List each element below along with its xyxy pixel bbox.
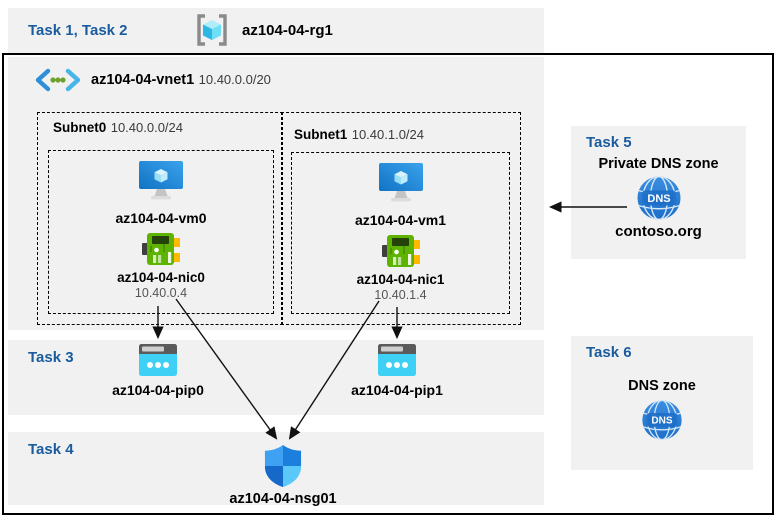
public-ip-icon <box>378 344 416 376</box>
task-1-2-strip: Task 1, Task 2 az104-04-rg1 <box>8 8 544 53</box>
dns-icon-text: DNS <box>647 193 670 205</box>
virtual-network-icon <box>35 68 81 92</box>
dns-icon-text: DNS <box>651 416 672 427</box>
task-5-label: Task 5 <box>586 134 632 151</box>
task-5-box: Task 5 Private DNS zone DNS contoso.org <box>571 126 746 259</box>
pip1-name: az104-04-pip1 <box>351 382 443 398</box>
vnet-cidr: 10.40.0.0/20 <box>198 72 271 87</box>
vnet-name: az104-04-vnet1 <box>91 72 195 88</box>
network-interface-icon <box>142 233 180 265</box>
subnet0-name: Subnet0 <box>53 120 107 135</box>
vnet-area <box>8 57 544 330</box>
pip1-group: az104-04-pip1 <box>327 344 467 398</box>
resource-group-name: az104-04-rg1 <box>242 21 333 39</box>
virtual-machine-icon <box>378 163 423 202</box>
vm0-stack: az104-04-vm0 az104-04-nic0 10.40.0.4 <box>49 151 273 313</box>
vm0-boundary: az104-04-vm0 az104-04-nic0 10.40.0.4 <box>48 150 274 314</box>
vnet-header: az104-04-vnet1 10.40.0.0/20 <box>34 68 271 92</box>
subnet0-cidr: 10.40.0.0/24 <box>110 120 184 135</box>
vm1-name: az104-04-vm1 <box>354 212 447 228</box>
pip0-group: az104-04-pip0 <box>88 344 228 398</box>
vm0-name: az104-04-vm0 <box>115 210 207 226</box>
private-dns-zone-title: Private DNS zone <box>598 156 719 172</box>
subnet0-box: Subnet0 10.40.0.0/24 <box>37 112 283 325</box>
task-3-label: Task 3 <box>28 349 74 366</box>
private-dns-zone-name: contoso.org <box>615 223 702 240</box>
nsg-group: az104-04-nsg01 <box>208 444 358 507</box>
nsg-name: az104-04-nsg01 <box>229 491 337 507</box>
network-interface-icon <box>381 235 420 267</box>
vm1-stack: az104-04-vm1 az104-04-nic1 10.40.1.4 <box>292 153 509 313</box>
task-4-label: Task 4 <box>28 441 74 458</box>
subnet1-box: Subnet1 10.40.1.0/24 <box>281 112 521 325</box>
resource-group-icon <box>197 14 227 46</box>
dns-zone-icon: DNS <box>642 400 682 440</box>
network-security-group-icon <box>264 444 302 488</box>
nic0-name: az104-04-nic0 <box>117 270 205 285</box>
dns-zone-icon: DNS <box>637 176 680 220</box>
resource-group: az104-04-rg1 <box>194 13 333 47</box>
vm1-boundary: az104-04-vm1 az104-04-nic1 10.40.1.4 <box>291 152 510 314</box>
virtual-machine-icon <box>139 161 183 200</box>
pip0-name: az104-04-pip0 <box>112 382 204 398</box>
nic1-ip: 10.40.1.4 <box>374 288 427 302</box>
subnet1-cidr: 10.40.1.0/24 <box>351 127 425 142</box>
task-6-label: Task 6 <box>586 344 632 361</box>
dns-zone-title: DNS zone <box>628 378 696 394</box>
nic1-name: az104-04-nic1 <box>356 272 445 287</box>
nic0-ip: 10.40.0.4 <box>134 286 188 300</box>
public-ip-icon <box>139 344 177 376</box>
subnet1-name: Subnet1 <box>294 127 348 142</box>
task-6-box: Task 6 DNS zone DNS <box>571 336 753 470</box>
task-1-2-label: Task 1, Task 2 <box>28 22 128 39</box>
